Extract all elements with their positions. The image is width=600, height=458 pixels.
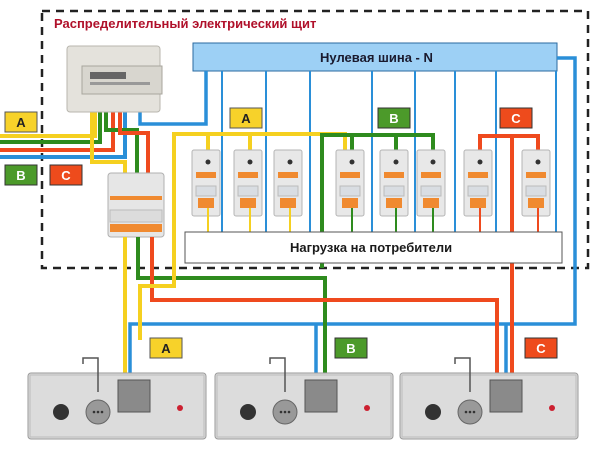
- neutral-meter-line: [138, 71, 208, 126]
- meter-out-a: [90, 112, 127, 180]
- single-pole-breaker: [191, 149, 221, 244]
- phase-label-stab-c: C: [524, 337, 558, 359]
- svg-text:B: B: [16, 168, 25, 183]
- svg-text:C: C: [61, 168, 71, 183]
- single-pole-breaker: [335, 149, 365, 244]
- ground-arrow-icon: [82, 357, 99, 392]
- rotary-switch-icon: [425, 404, 441, 420]
- panel-title: Распределительный электрический щит: [54, 16, 316, 31]
- meter-out-c: [118, 112, 150, 180]
- svg-text:A: A: [241, 111, 251, 126]
- neutral-drops: [221, 71, 557, 242]
- single-pole-breaker: [416, 149, 446, 244]
- phase-label-stab-b: B: [334, 337, 368, 359]
- svg-text:C: C: [511, 111, 521, 126]
- main-out-c: [150, 237, 499, 390]
- input-wire-n: [0, 112, 127, 159]
- indicator-led-icon: [177, 405, 183, 411]
- distribution-panel-border: [40, 9, 590, 270]
- voltage-stabilizer: [27, 357, 207, 440]
- group-feed-a: [138, 132, 347, 340]
- group-feed-b: [320, 133, 435, 268]
- svg-text:B: B: [389, 111, 398, 126]
- voltage-stabilizer: [214, 357, 394, 440]
- load-box: [184, 231, 563, 264]
- svg-text:A: A: [161, 341, 171, 356]
- input-wire-a: [0, 112, 97, 138]
- phase-label-panel-c: C: [499, 107, 533, 129]
- rotary-switch-icon: [53, 404, 69, 420]
- terminal-block: [489, 379, 523, 413]
- phase-label-panel-b: B: [377, 107, 411, 129]
- svg-text:A: A: [16, 115, 26, 130]
- neutral-main-line: [128, 56, 577, 390]
- single-pole-breaker: [521, 149, 551, 244]
- single-pole-breaker: [273, 149, 303, 244]
- phase-label-stab-a: A: [149, 337, 183, 359]
- rotary-switch-icon: [240, 404, 256, 420]
- indicator-led-icon: [364, 405, 370, 411]
- indicator-led-icon: [549, 405, 555, 411]
- input-wire-b: [0, 112, 102, 144]
- phase-label-input-b: B: [4, 164, 38, 186]
- phase-label-input-a: A: [4, 111, 38, 133]
- single-pole-breaker: [463, 149, 493, 244]
- input-wire-c: [0, 112, 115, 152]
- svg-text:B: B: [346, 341, 355, 356]
- single-pole-breaker: [233, 149, 263, 244]
- phase-label-panel-a: A: [229, 107, 263, 129]
- ground-arrow-icon: [454, 357, 471, 392]
- terminal-block: [304, 379, 338, 413]
- electric-meter: [66, 45, 163, 113]
- voltage-stabilizer: [399, 357, 579, 440]
- load-label: Нагрузка на потребители: [290, 240, 452, 255]
- voltage-stabilizers: [27, 357, 579, 440]
- svg-text:C: C: [536, 341, 546, 356]
- main-out-b: [136, 237, 327, 390]
- ground-arrow-icon: [269, 357, 286, 392]
- phase-label-input-c: C: [49, 164, 83, 186]
- single-pole-breaker: [379, 149, 409, 244]
- neutral-bus-label: Нулевая шина - N: [320, 50, 433, 65]
- main-circuit-breaker: [107, 172, 165, 238]
- terminal-block: [117, 379, 151, 413]
